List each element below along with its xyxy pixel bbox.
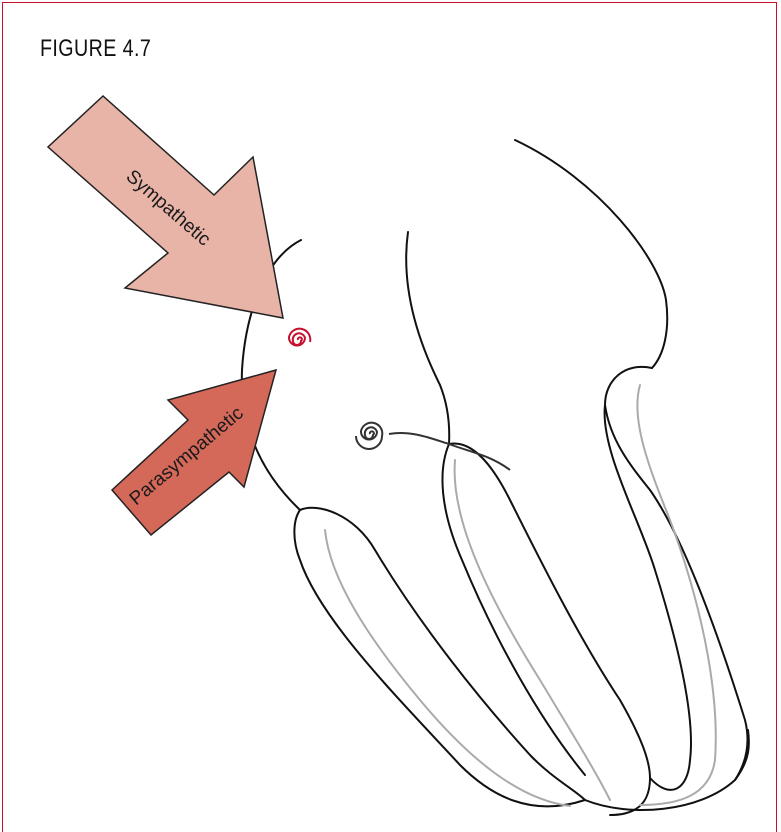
parasympathetic-arrow: Parasympathetic <box>112 370 276 535</box>
interatrial-septum <box>406 232 449 444</box>
left-atrium-wall <box>515 140 667 368</box>
interventricular-septum <box>449 443 650 815</box>
sympathetic-arrow: Sympathetic <box>48 96 283 318</box>
av-node-spiral <box>356 423 382 449</box>
sa-node-spiral <box>289 329 310 346</box>
heart-outline <box>242 140 749 815</box>
septum-inner-line <box>455 460 610 800</box>
lv-inner-line <box>637 385 715 805</box>
right-ventricle-lower <box>294 510 585 806</box>
left-ventricle-outer <box>605 367 748 780</box>
septum-left-edge <box>442 444 585 775</box>
